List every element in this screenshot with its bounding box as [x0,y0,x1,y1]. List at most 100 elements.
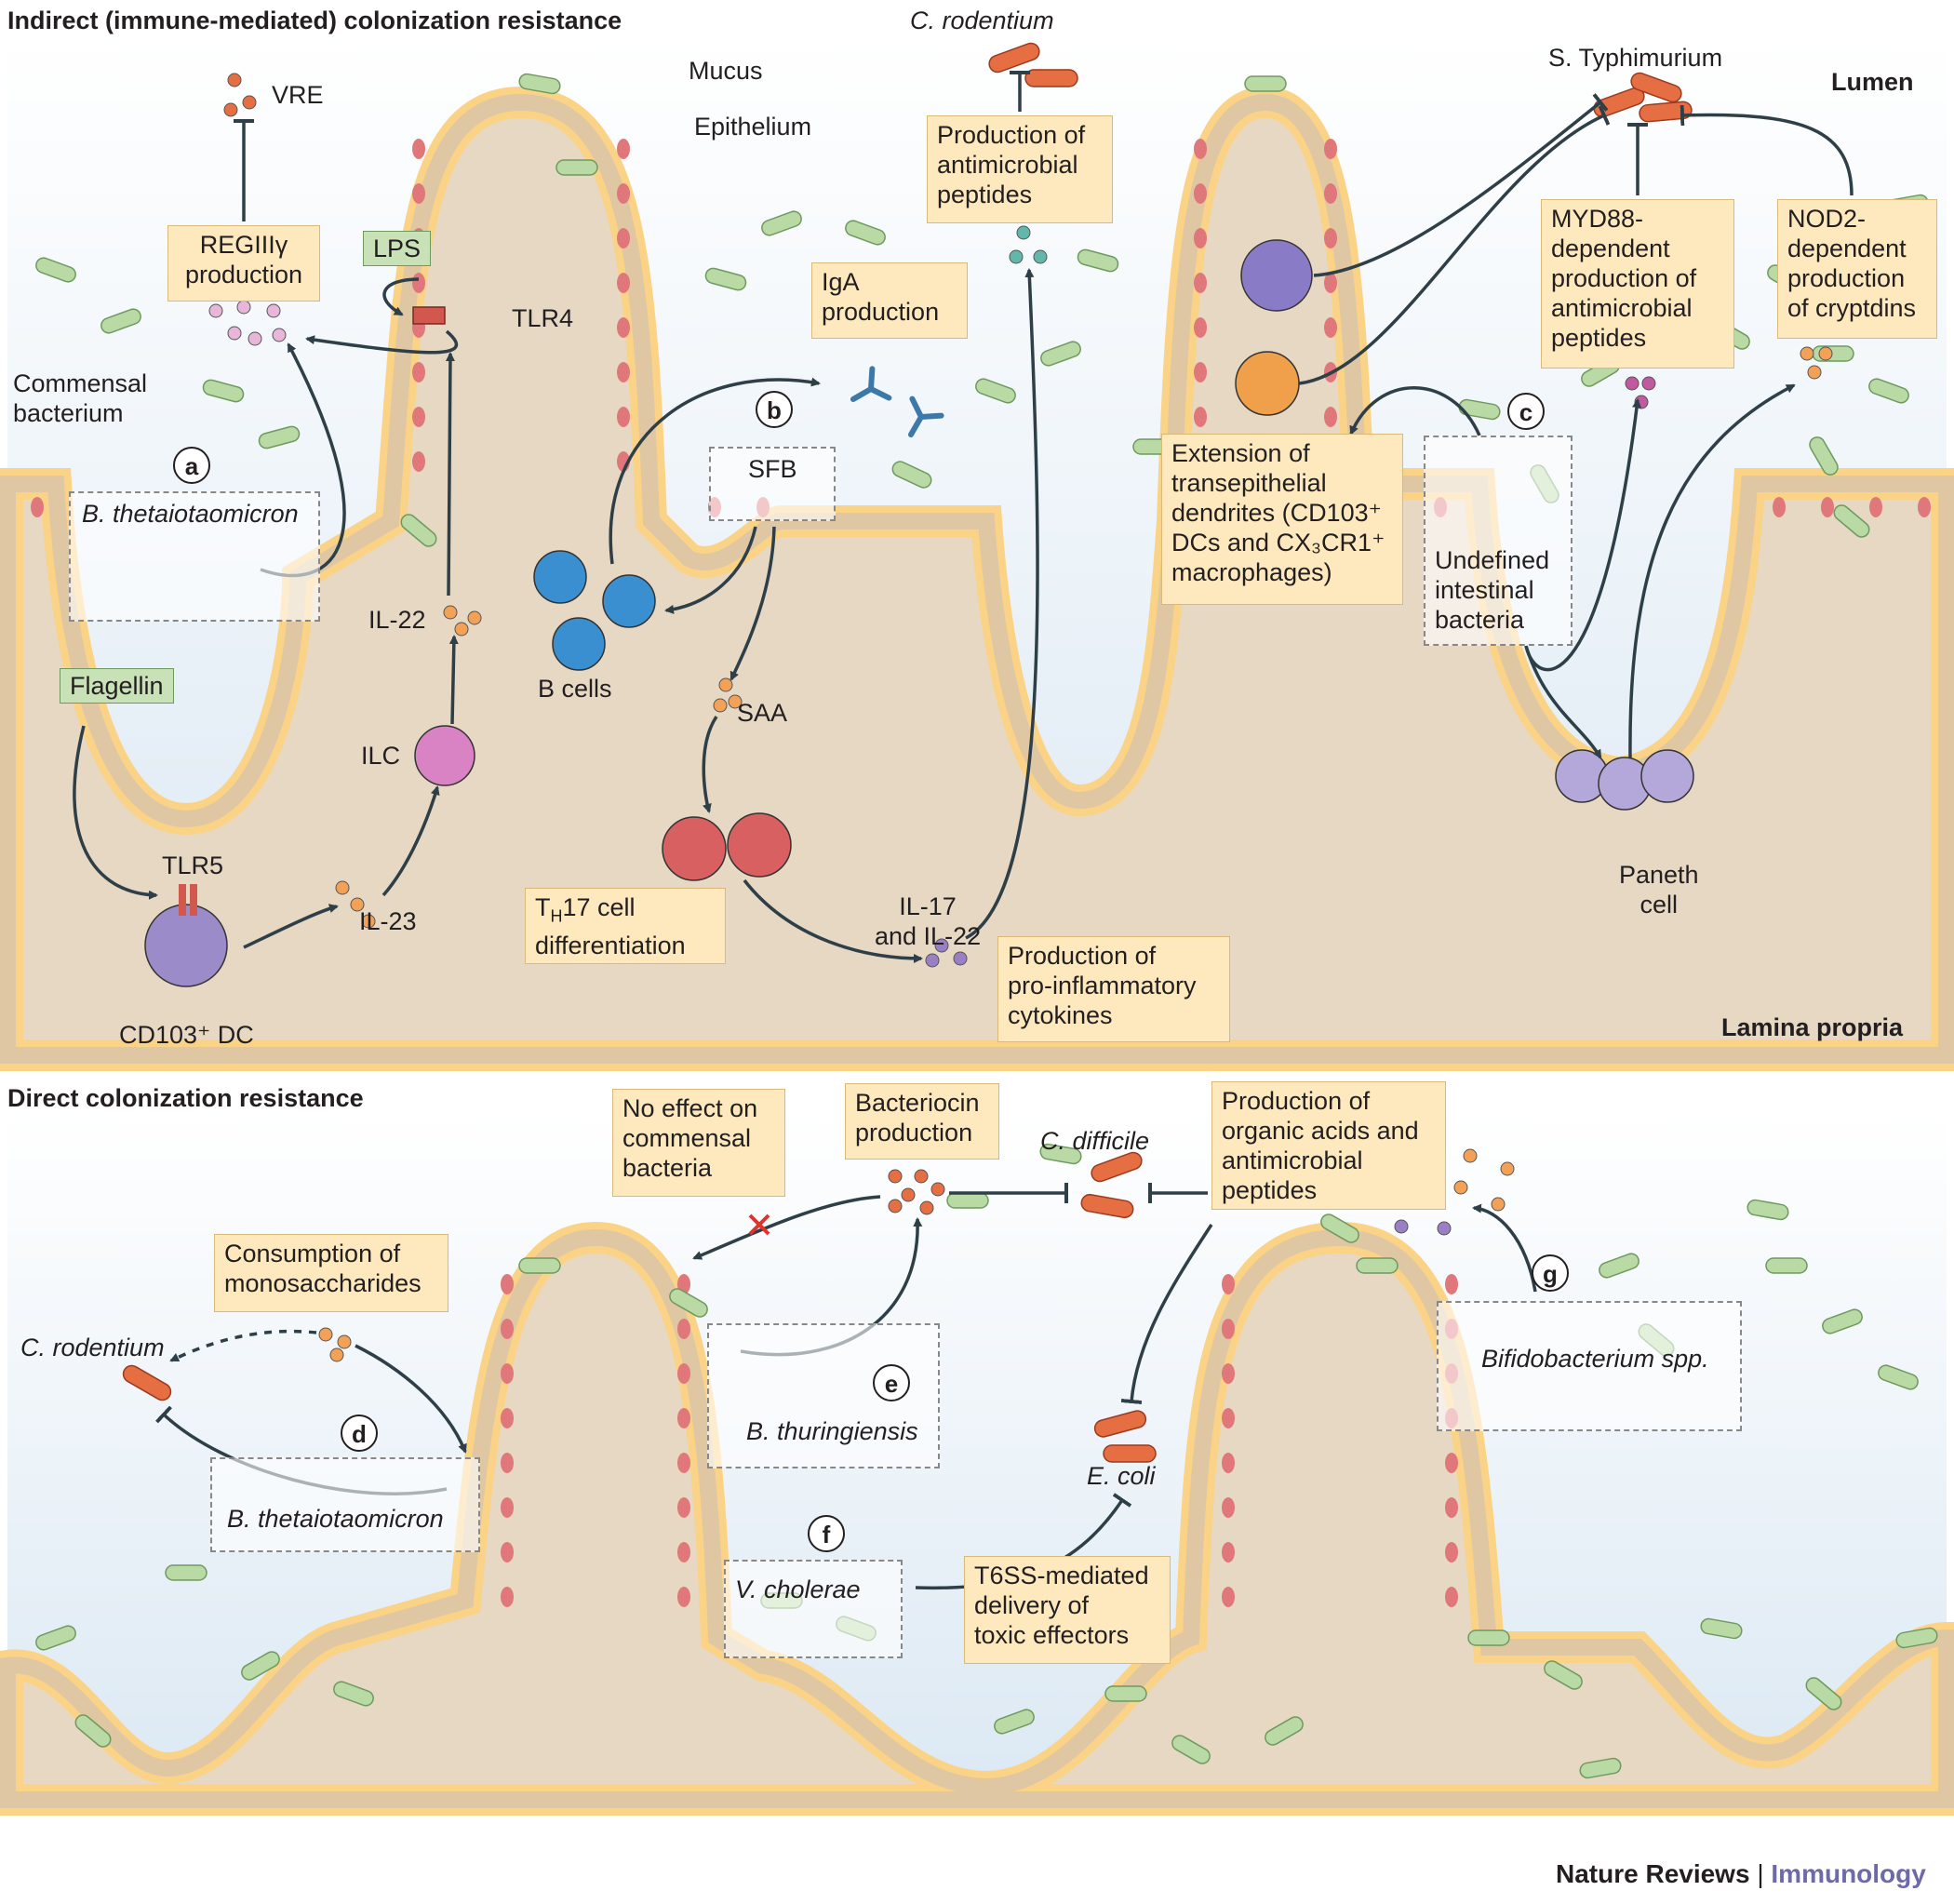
il17-dot [953,951,968,966]
undefined-bacteria-label: Undefined intestinal bacteria [1435,546,1550,634]
commensal-bacterium [761,210,802,236]
c-rodentium-bottom-label: C. rodentium [20,1334,165,1361]
bottom-nucleus [1445,1453,1458,1473]
bottom-nucleus [1222,1319,1235,1339]
commensal-bacterium [258,425,301,449]
b-theta-label-bottom: B. thetaiotaomicron [227,1505,444,1533]
tlr4-to-regiii [305,329,459,355]
bottom-nucleus [1222,1363,1235,1384]
commensal-bacterium [1765,1257,1808,1274]
monosaccharide-dot [337,1334,352,1349]
top-nucleus [412,139,425,159]
macrophage-inhibits-s-typhimurium [1298,105,1611,385]
commensal-bacterium [1822,1308,1863,1334]
il22-dot [443,605,458,620]
bacteriocin-dot [930,1182,945,1197]
ilc-to-il22 [448,635,459,725]
b-cell [552,617,606,671]
commensal-bacterium [1104,1685,1147,1702]
c-rodentium-top-bacterium [1024,69,1078,87]
commensal-bacterium [669,1288,708,1318]
commensal-bacterium [1599,1253,1639,1279]
macrophage-cell [1235,351,1300,416]
c-difficile-label: C. difficile [1040,1127,1150,1155]
monosaccharides-to-c-rodentium [169,1329,317,1362]
commensal-bacterium [1868,378,1909,404]
top-nucleus [617,407,630,427]
top-nucleus [1869,497,1882,517]
e-coli-bacterium [1103,1444,1157,1463]
s-typhimurium-bacterium [1630,72,1682,103]
regiii-dot [272,328,287,342]
bacteriocin-dot [888,1169,903,1184]
monosaccharides-to-epithelium [355,1344,467,1454]
commensal-bacterium [74,1714,112,1748]
bacteriocin-to-commensal [692,1195,881,1260]
il22-to-regiii [445,352,455,597]
top-nucleus [1194,273,1207,293]
top-nucleus [1324,228,1337,248]
top-nucleus [1194,139,1207,159]
regiii-dot [227,326,242,341]
label-d: d [341,1415,378,1452]
sfb-label: SFB [748,455,797,483]
commensal-bacterium [1265,1716,1304,1746]
amp-box: Production of antimicrobial peptides [927,115,1113,223]
bifido-box: Bifidobacterium spp. [1437,1301,1742,1431]
th17-rest: 17 cell differentiation [535,893,686,960]
bifido-label: Bifidobacterium spp. [1481,1344,1709,1374]
il17-dot [925,953,940,968]
b-thur-box: B. thuringiensis [707,1323,940,1468]
bottom-nucleus [677,1319,690,1339]
bottom-nucleus [1445,1274,1458,1294]
bottom-nucleus [677,1363,690,1384]
il22-label: IL-22 [368,606,426,634]
commensal-bacterium [704,267,747,291]
label-f: f [808,1515,845,1552]
top-nucleus [617,228,630,248]
monosaccharide-dot [329,1348,344,1362]
top-nucleus [412,183,425,204]
sfb-to-saa [729,526,776,681]
il17-dot [934,938,949,953]
il23-dot [361,914,376,929]
amp-dot [1016,225,1031,240]
top-nucleus [1918,497,1931,517]
dc-inhibits-s-typhimurium [1313,93,1609,277]
no-effect-cross [748,1213,770,1236]
bottom-nucleus [1445,1497,1458,1518]
regiii-dot [266,303,281,318]
bifido-to-acids [1472,1203,1537,1293]
cryptdin-dot [1800,346,1814,361]
s-typhimurium-bacterium [1639,101,1693,123]
undefined-to-extension [1349,386,1481,436]
c-difficile-bacterium [1091,1151,1143,1183]
sfb-to-bcells [664,526,757,614]
il23-dot [335,880,350,895]
no-effect-box: No effect on commensal bacteria [612,1089,785,1197]
top-nucleus [617,139,630,159]
bacteriocin-dot [901,1187,916,1202]
bacteriocin-dot [914,1169,929,1184]
regiii-box: REGIIIγ production [167,225,320,302]
top-panel-title: Indirect (immune-mediated) colonization … [7,7,622,34]
vre-dot [223,102,238,117]
iga-antibody [908,396,944,438]
il23-to-ilc [381,785,440,897]
myd88-dot [1641,376,1656,391]
bottom-nucleus [1445,1542,1458,1562]
commensal-bacterium [35,1625,76,1651]
acid-dot [1491,1197,1506,1212]
b-thur-label: B. thuringiensis [746,1417,918,1445]
c-rodentium-bottom-bacterium [122,1364,172,1401]
c-rodentium-top-bacterium [988,42,1040,74]
s-typhimurium-text: S. Typhimurium [1548,44,1723,72]
bottom-nucleus [1222,1542,1235,1562]
bottom-nucleus [1222,1274,1235,1294]
bottom-nucleus [501,1408,514,1428]
organic-acids-box: Production of organic acids and antimicr… [1211,1081,1446,1210]
label-g: g [1532,1254,1569,1292]
th17-cell [727,812,792,878]
myd88-dot [1625,376,1639,391]
commensal-bacterium [1809,436,1839,476]
